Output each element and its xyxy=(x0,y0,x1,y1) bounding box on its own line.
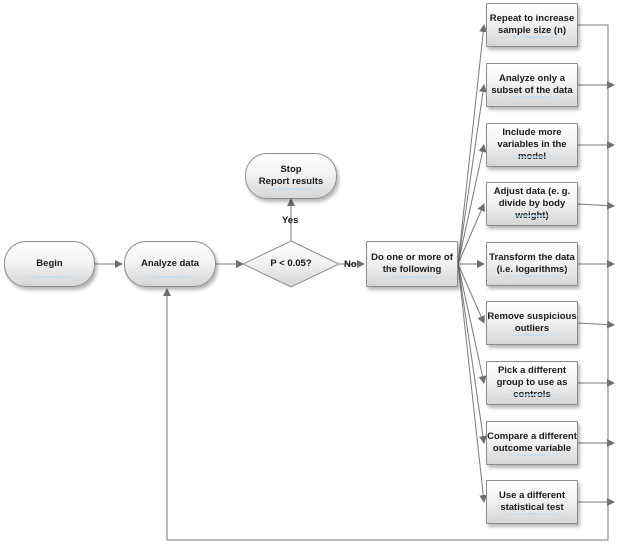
edge-loop-back xyxy=(163,24,609,541)
edge-doone-opt1 xyxy=(457,24,488,265)
option-remove-outliers: Remove suspicious outliers xyxy=(486,301,578,345)
option-adjust-data: Adjust data (e. g. divide by body weight… xyxy=(486,182,578,226)
option-different-test: Use a different statistical test xyxy=(486,480,578,524)
edge-doone-opt3 xyxy=(457,144,487,265)
decision-diamond xyxy=(241,240,341,288)
edge-doone-opt8 xyxy=(457,263,487,444)
option-more-variables: Include more variables in the model xyxy=(486,123,578,167)
edge-opt6-out xyxy=(577,320,615,329)
option-different-controls: Pick a different group to use as control… xyxy=(486,361,578,405)
edge-doone-opt7 xyxy=(457,263,487,384)
edge-doone-opt6 xyxy=(457,263,485,324)
edge-opt4-out xyxy=(577,201,615,210)
do-one-node: Do one or more of the following xyxy=(366,241,458,287)
option-repeat-sample: Repeat to increase sample size (n) xyxy=(486,3,578,47)
stop-node: Stop Report results xyxy=(245,153,337,199)
edge-doone-opt9 xyxy=(457,263,488,503)
begin-node: Begin xyxy=(4,241,95,287)
edge-doone-opt4 xyxy=(457,203,485,265)
option-subset-data: Analyze only a subset of the data xyxy=(486,63,578,107)
decision-label: P < 0.05? xyxy=(270,258,312,269)
yes-label: Yes xyxy=(282,215,299,226)
analyze-data-node: Analyze data xyxy=(124,241,216,287)
no-label: No xyxy=(344,259,357,270)
edge-doone-opt2 xyxy=(457,84,487,265)
option-different-outcome: Compare a different outcome variable xyxy=(486,421,578,465)
option-transform-data: Transform the data (i.e. logarithms) xyxy=(486,242,578,286)
